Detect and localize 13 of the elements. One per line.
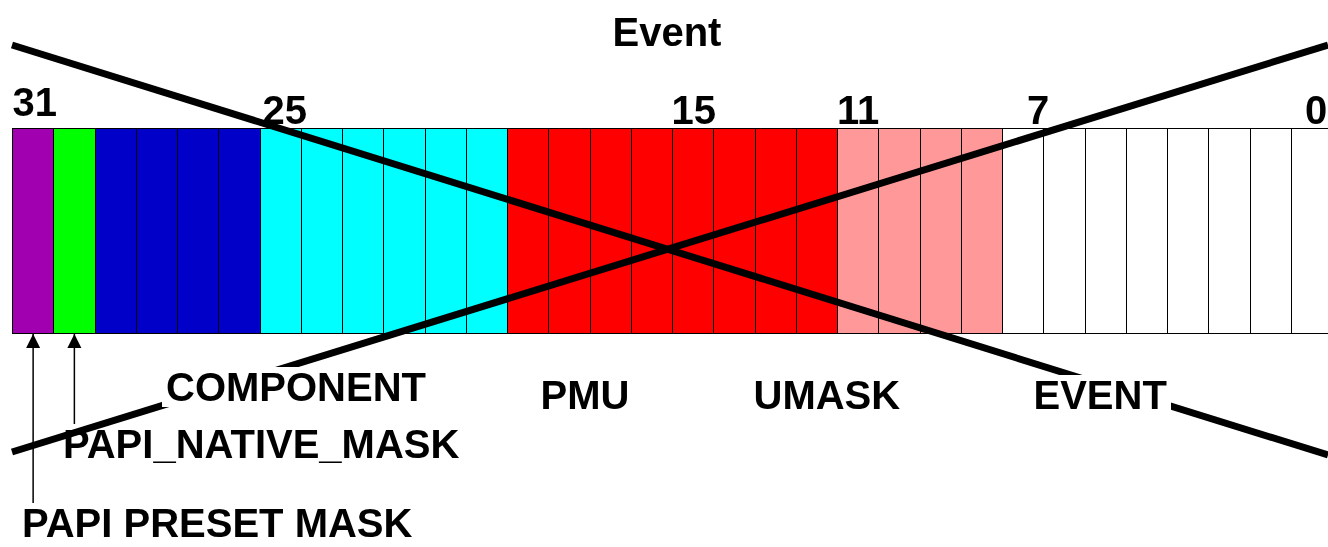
bit-number: 11 xyxy=(837,90,880,130)
bit-number: 15 xyxy=(671,90,716,130)
bit-number: 0 xyxy=(1305,90,1328,130)
arrow xyxy=(26,333,41,504)
bit-cell xyxy=(12,128,55,334)
field-name: PAPI PRESET MASK xyxy=(22,503,413,543)
bit-number: 25 xyxy=(262,90,307,130)
bit-number: 31 xyxy=(12,82,57,122)
bit-number: 7 xyxy=(1027,90,1050,130)
field-name: PAPI_NATIVE_MASK xyxy=(63,424,460,464)
bit-cell xyxy=(53,128,96,334)
arrow xyxy=(67,333,82,425)
diagram-title: Event xyxy=(612,12,722,52)
